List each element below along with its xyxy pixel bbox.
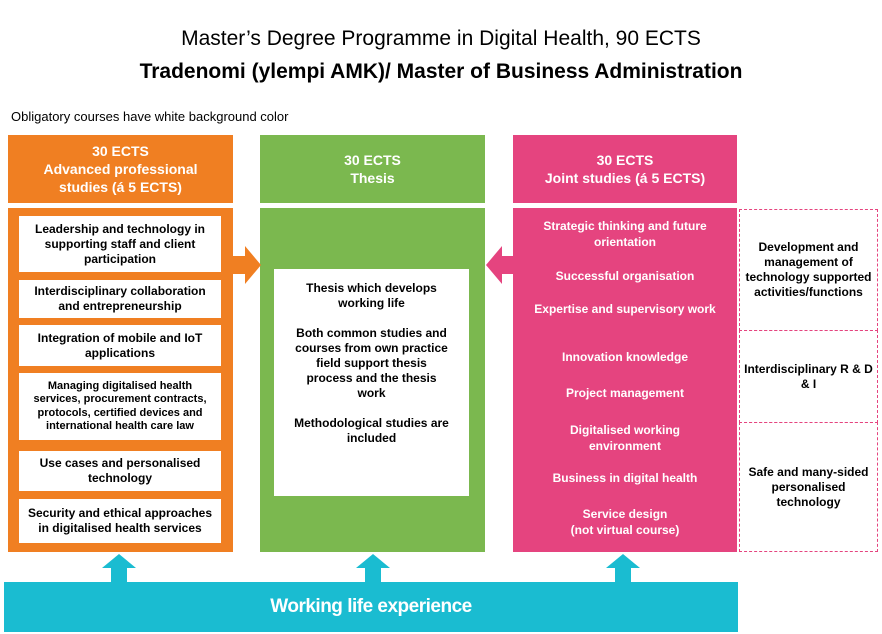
working-life-label: Working life experience bbox=[270, 596, 472, 617]
advanced-course-1: Leadership and technology in supporting … bbox=[19, 216, 221, 272]
arrow-left-icon bbox=[486, 246, 514, 284]
thesis-header: 30 ECTS Thesis bbox=[260, 135, 485, 203]
thesis-description-box: Thesis which develops working life Both … bbox=[274, 269, 469, 496]
arrow-up-icon bbox=[356, 554, 390, 584]
focus-area-technology: Development and management of technology… bbox=[739, 209, 878, 331]
thesis-title: Thesis bbox=[350, 170, 395, 186]
arrow-up-icon bbox=[606, 554, 640, 584]
arrow-up-icon bbox=[102, 554, 136, 584]
focus-area-rdi: Interdisciplinary R & D & I bbox=[739, 330, 878, 423]
working-life-bar: Working life experience bbox=[4, 582, 738, 632]
thesis-paragraph-2: Both common studies and courses from own… bbox=[295, 326, 448, 400]
page-title: Master’s Degree Programme in Digital Hea… bbox=[181, 27, 701, 50]
focus-area-personalised: Safe and many-sided personalised technol… bbox=[739, 422, 878, 552]
joint-studies-ects: 30 ECTS bbox=[596, 152, 654, 168]
advanced-course-2: Interdisciplinary collaboration and entr… bbox=[19, 280, 221, 318]
joint-course-1: Strategic thinking and future orientatio… bbox=[543, 219, 707, 249]
joint-course-8: Service design bbox=[582, 507, 668, 521]
joint-course-2: Successful organisation bbox=[555, 269, 695, 283]
thesis-ects: 30 ECTS bbox=[344, 152, 401, 168]
page-subtitle: Tradenomi (ylempi AMK)/ Master of Busine… bbox=[139, 60, 743, 83]
arrow-right-icon bbox=[233, 246, 261, 284]
advanced-course-3: Integration of mobile and IoT applicatio… bbox=[19, 325, 221, 366]
advanced-studies-ects: 30 ECTS bbox=[92, 143, 149, 159]
advanced-course-5: Use cases and personalised technology bbox=[19, 451, 221, 491]
joint-course-3: Expertise and supervisory work bbox=[534, 302, 716, 316]
joint-course-6: Digitalised working environment bbox=[569, 423, 680, 453]
legend-note: Obligatory courses have white background… bbox=[11, 109, 289, 124]
joint-course-8-note: (not virtual course) bbox=[570, 523, 680, 537]
joint-studies-header: 30 ECTS Joint studies (á 5 ECTS) bbox=[513, 135, 737, 203]
joint-course-5: Project management bbox=[565, 386, 685, 400]
advanced-studies-header: 30 ECTS Advanced professional studies (á… bbox=[8, 135, 233, 203]
joint-studies-body bbox=[513, 208, 737, 552]
joint-studies-title: Joint studies (á 5 ECTS) bbox=[544, 170, 706, 186]
thesis-paragraph-1: Thesis which develops working life bbox=[306, 281, 437, 310]
joint-course-7: Business in digital health bbox=[552, 471, 698, 485]
advanced-course-6: Security and ethical approaches in digit… bbox=[19, 499, 221, 543]
thesis-paragraph-3: Methodological studies are included bbox=[294, 416, 449, 445]
advanced-studies-title: Advanced professional studies (á 5 ECTS) bbox=[43, 161, 198, 195]
advanced-course-4: Managing digitalised health services, pr… bbox=[19, 373, 221, 440]
joint-course-4: Innovation knowledge bbox=[561, 350, 688, 364]
